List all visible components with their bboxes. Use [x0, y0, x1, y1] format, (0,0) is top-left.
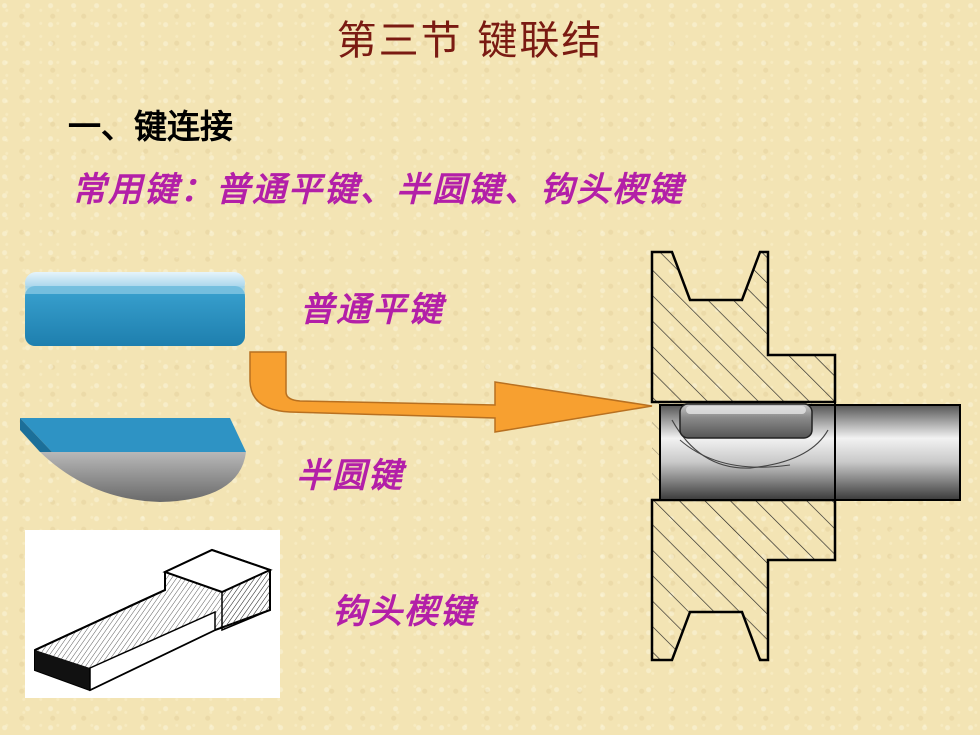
hook-key-label: 钩头楔键: [332, 592, 476, 632]
semicircle-key-image: [20, 418, 246, 502]
section-heading: 一、键连接: [68, 107, 233, 146]
hook-key-image: [34, 548, 273, 692]
semicircle-key-label: 半圆键: [296, 456, 404, 496]
flat-key-image: [25, 272, 245, 346]
flat-key-label: 普通平键: [300, 290, 444, 330]
slide-title: 第三节 键联结: [336, 18, 604, 64]
common-keys-line: 常用键：普通平键、半圆键、钩头楔键: [72, 170, 684, 210]
insert-arrow: [249, 351, 653, 433]
inserted-key-image: [679, 403, 813, 439]
